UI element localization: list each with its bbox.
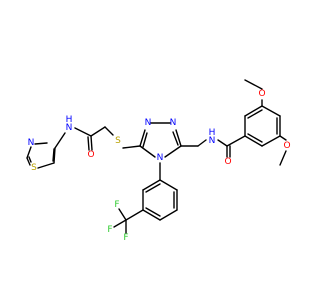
atom-h-amide2: H — [209, 128, 216, 138]
atom-f2: F — [123, 233, 128, 243]
atom-labels: N S N H O S N N N N H O O O F F F — [28, 89, 291, 243]
atom-h-amide1: H — [66, 115, 73, 125]
atom-n-triazole-b: N — [170, 118, 177, 128]
structure-diagram: N S N H O S N N N N H O O O F F F — [26, 79, 291, 243]
atom-n-amide2: N — [209, 136, 216, 146]
atom-n-thiazole: N — [28, 138, 35, 148]
atom-s-thioether: S — [115, 136, 121, 146]
atom-o-methoxy2: O — [283, 141, 290, 151]
atom-n-triazole-c: N — [157, 153, 164, 163]
molecule-canvas: N S N H O S N N N N H O O O F F F — [26, 79, 291, 243]
atom-o-methoxy1: O — [258, 89, 265, 99]
bonds — [26, 79, 287, 234]
atom-o-amide2: O — [224, 157, 231, 167]
atom-n-triazole-a: N — [145, 118, 152, 128]
atom-f3: F — [114, 200, 119, 210]
atom-o-amide1: O — [87, 150, 94, 160]
atom-f1: F — [107, 225, 112, 235]
atom-n-amide1: N — [66, 123, 73, 133]
atom-s-thiazole: S — [31, 163, 37, 173]
